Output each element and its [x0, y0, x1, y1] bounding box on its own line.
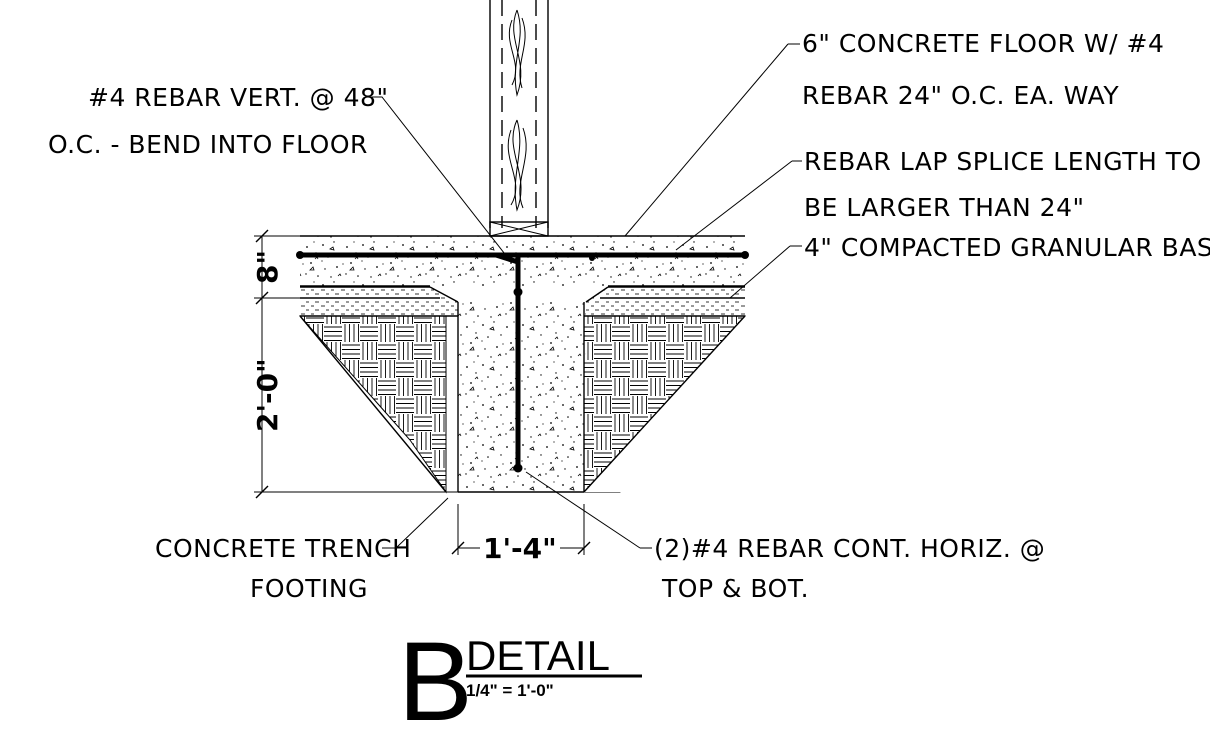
note-concrete-floor-2: REBAR 24" O.C. EA. WAY	[802, 81, 1119, 110]
concrete-slab	[300, 235, 745, 287]
note-lap-splice-2: BE LARGER THAN 24"	[804, 193, 1084, 222]
note-granular-base: 4" COMPACTED GRANULAR BASE	[804, 233, 1210, 262]
note-rebar-horiz-2: TOP & BOT.	[661, 574, 809, 603]
title-scale: 1/4" = 1'-0"	[466, 681, 554, 700]
detail-title: B DETAIL 1/4" = 1'-0"	[398, 619, 642, 738]
note-trench-footing-1: CONCRETE TRENCH	[155, 534, 411, 563]
dimension-lines	[254, 229, 591, 555]
note-concrete-floor-1: 6" CONCRETE FLOOR W/ #4	[802, 29, 1164, 58]
note-lap-splice-1: REBAR LAP SPLICE LENGTH TO	[804, 147, 1202, 176]
note-trench-footing-2: FOOTING	[250, 574, 368, 603]
note-rebar-vert-2: O.C. - BEND INTO FLOOR	[48, 130, 368, 159]
title-word: DETAIL	[466, 632, 610, 679]
title-letter: B	[398, 619, 473, 738]
note-rebar-vert-1: #4 REBAR VERT. @ 48"	[88, 83, 388, 112]
dim-slab-depth: 8"	[251, 250, 284, 284]
granular-base	[300, 286, 745, 317]
rebar	[296, 251, 749, 473]
dim-footing-width: 1'-4"	[483, 532, 557, 565]
dim-footing-depth: 2'-0"	[251, 358, 284, 432]
note-rebar-horiz-1: (2)#4 REBAR CONT. HORIZ. @	[654, 534, 1045, 563]
trench-footing	[457, 302, 586, 493]
wood-post	[489, 0, 549, 237]
leader-lines	[370, 43, 802, 549]
